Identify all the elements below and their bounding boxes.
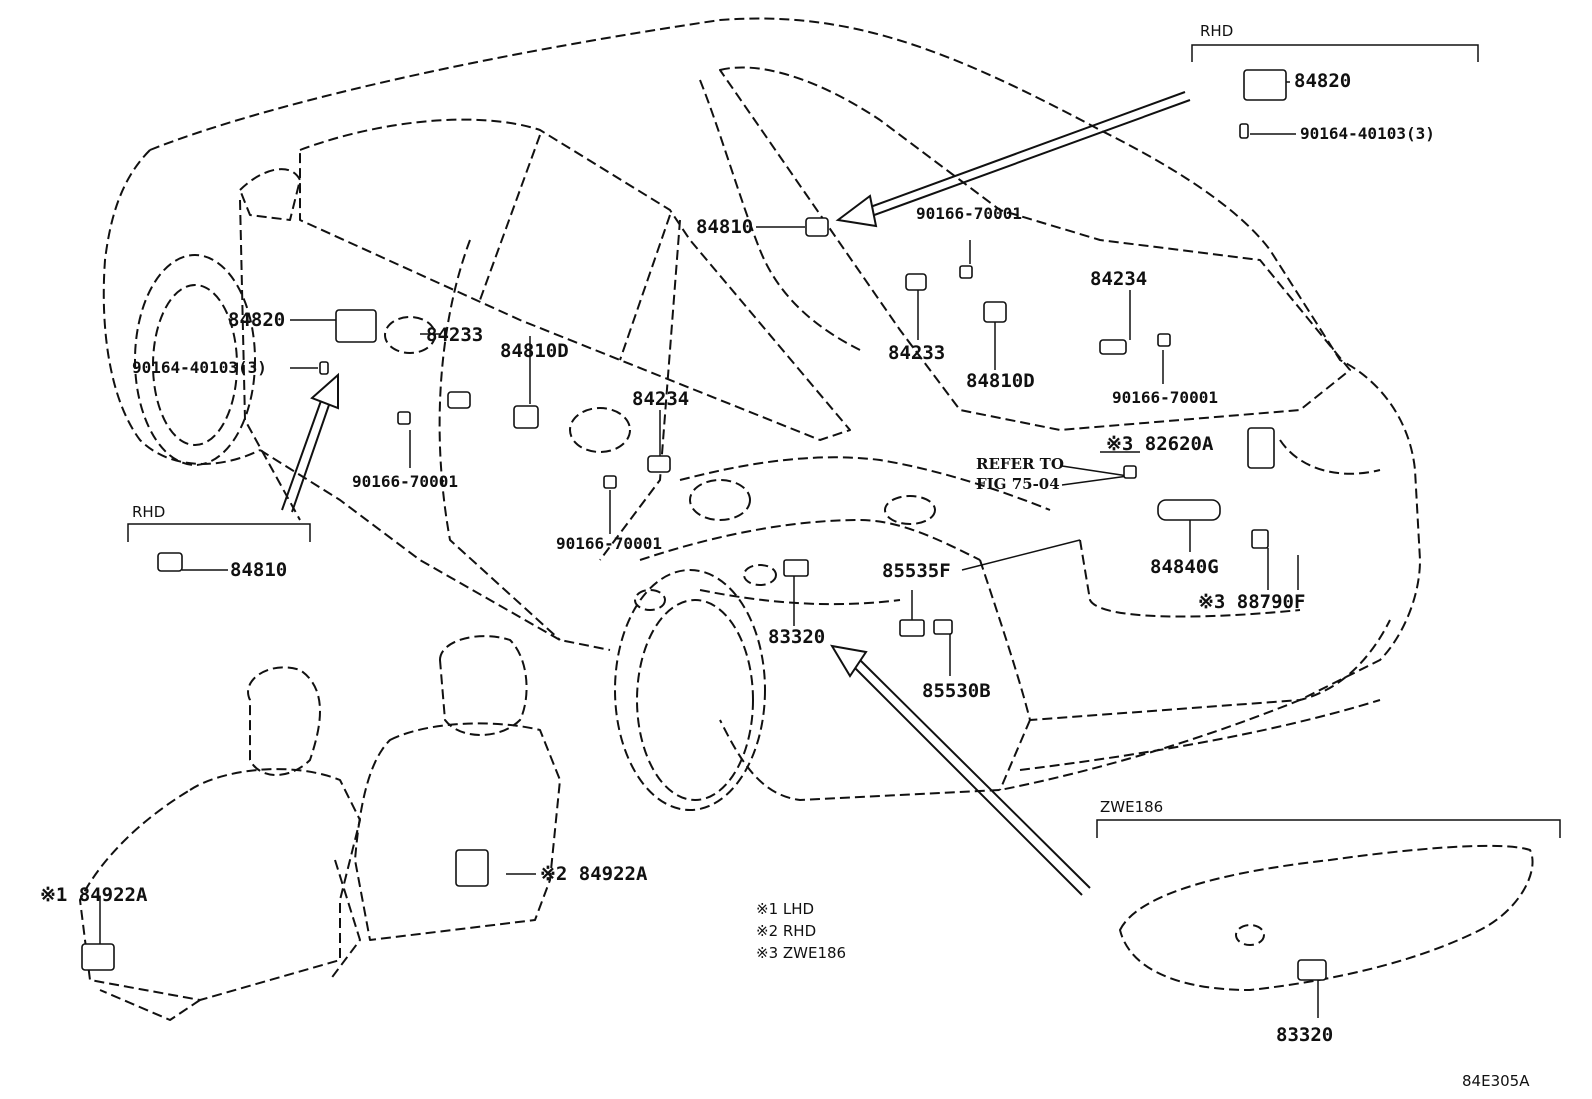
switch-84840G xyxy=(1157,499,1221,521)
bracket-82620A xyxy=(1247,427,1275,469)
group-brackets xyxy=(127,44,1561,838)
label-84810-top: 84810 xyxy=(696,216,754,238)
label-83320-zwe: 83320 xyxy=(1276,1024,1334,1046)
diagram-id: 84E305A xyxy=(1462,1072,1530,1090)
label-85535F: 85535F xyxy=(882,560,951,582)
label-82620A: ※3 82620A xyxy=(1106,433,1214,455)
label-84233-right: 84233 xyxy=(888,342,946,364)
label-84233-left: 84233 xyxy=(426,324,484,346)
switch-84234-right xyxy=(1099,339,1127,355)
screw-90166-right xyxy=(1157,333,1171,347)
sensor-83320 xyxy=(783,559,809,577)
part-88790F xyxy=(1251,529,1269,549)
legend-item-zwe186: ※3 ZWE186 xyxy=(756,944,847,962)
switch-84820-left xyxy=(335,309,377,343)
screw-90166-mid xyxy=(603,475,617,489)
switch-84810D-left xyxy=(513,405,539,429)
switch-84922A-rhd xyxy=(455,849,489,887)
leader-lines xyxy=(99,81,1319,1018)
label-84820-top: 84820 xyxy=(1294,70,1352,92)
part-glyphs xyxy=(81,69,1327,981)
rhd-top-caption: RHD xyxy=(1200,22,1234,40)
sensor-83320-zwe xyxy=(1297,959,1327,981)
label-90166-left: 90166-70001 xyxy=(352,472,458,491)
label-84810D-left: 84810D xyxy=(500,340,569,362)
label-84234-mid: 84234 xyxy=(632,388,690,410)
switch-84810-top xyxy=(805,217,829,237)
refer-to-text: REFER TO xyxy=(976,455,1064,473)
vehicle-outline xyxy=(79,17,1534,1021)
legend-item-rhd: ※2 RHD xyxy=(756,922,817,940)
screw-90166-left xyxy=(397,411,411,425)
screw-90164-left xyxy=(319,361,329,375)
label-84810D-right: 84810D xyxy=(966,370,1035,392)
label-90166-top: 90166-70001 xyxy=(916,204,1022,223)
label-84820-left: 84820 xyxy=(228,309,286,331)
label-84922A-lhd: ※1 84922A xyxy=(40,884,148,906)
switch-84810D-right xyxy=(983,301,1007,323)
pointer-arrows xyxy=(281,91,1191,896)
switch-84233-left xyxy=(447,391,471,409)
label-85530B: 85530B xyxy=(922,680,991,702)
screw-90164-top xyxy=(1239,123,1249,139)
switch-84233-right xyxy=(905,273,927,291)
label-90164-top: 90164-40103(3) xyxy=(1300,124,1435,143)
part-85535F xyxy=(899,619,925,637)
label-90164-left: 90164-40103(3) xyxy=(132,358,267,377)
label-84922A-rhd: ※2 84922A xyxy=(540,863,648,885)
label-90166-right: 90166-70001 xyxy=(1112,388,1218,407)
screw-82620A xyxy=(1123,465,1137,479)
legend-item-lhd: ※1 LHD xyxy=(756,900,815,918)
screw-90166-top xyxy=(959,265,973,279)
switch-84922A-lhd xyxy=(81,943,115,971)
part-85530B xyxy=(933,619,953,635)
label-84840G: 84840G xyxy=(1150,556,1219,578)
switch-84810-rhd xyxy=(157,552,183,572)
label-90166-mid: 90166-70001 xyxy=(556,534,662,553)
switch-84234-mid xyxy=(647,455,671,473)
switch-84820-top xyxy=(1243,69,1287,101)
refer-fig-text: FIG 75-04 xyxy=(976,475,1060,493)
label-88790F: ※3 88790F xyxy=(1198,591,1306,613)
label-84810-rhd: 84810 xyxy=(230,559,288,581)
label-83320: 83320 xyxy=(768,626,826,648)
label-84234-right: 84234 xyxy=(1090,268,1148,290)
zwe186-caption: ZWE186 xyxy=(1100,798,1164,816)
rhd-left-caption: RHD xyxy=(132,503,166,521)
